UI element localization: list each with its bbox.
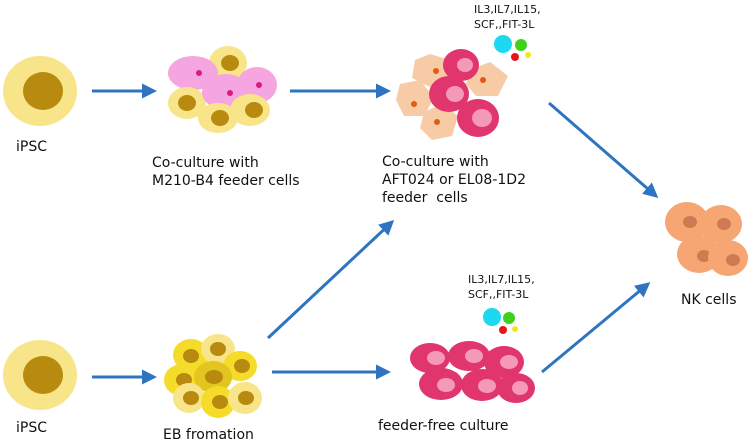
nk-cell-cluster [665,202,748,276]
ipsc-cell-top [3,56,77,126]
ipsc-label-top: iPSC [16,139,47,155]
cytokines-label-bottom: IL3,IL7,IL15, SCF,,FIT-3L [468,273,535,301]
cytokine-dots-bottom [483,308,518,334]
feeder-free-cluster [410,341,535,403]
ipsc-label-bottom: iPSC [16,420,47,436]
eb-formation-cluster [164,334,262,418]
cytokines-label-top: IL3,IL7,IL15, SCF,,FIT-3L [474,3,541,31]
m210-feeder-cluster [168,46,277,133]
nk-cells-label: NK cells [681,292,737,308]
arrow-feeder-free-to-nk [541,282,651,374]
eb-formation-label: EB fromation [163,427,254,443]
feeder-free-label: feeder-free culture [378,418,509,434]
arrow-aft024-to-nk [548,101,659,198]
aft024-coculture-cluster [396,49,508,140]
coculture-m210-label: Co-culture with M210-B4 feeder cells [152,155,300,189]
arrow-eb-to-aft024 [266,219,395,340]
ipsc-cell-bottom [3,340,77,410]
cytokine-dots-top [494,35,531,61]
coculture-aft024-label: Co-culture with AFT024 or EL08-1D2 feede… [382,154,526,206]
